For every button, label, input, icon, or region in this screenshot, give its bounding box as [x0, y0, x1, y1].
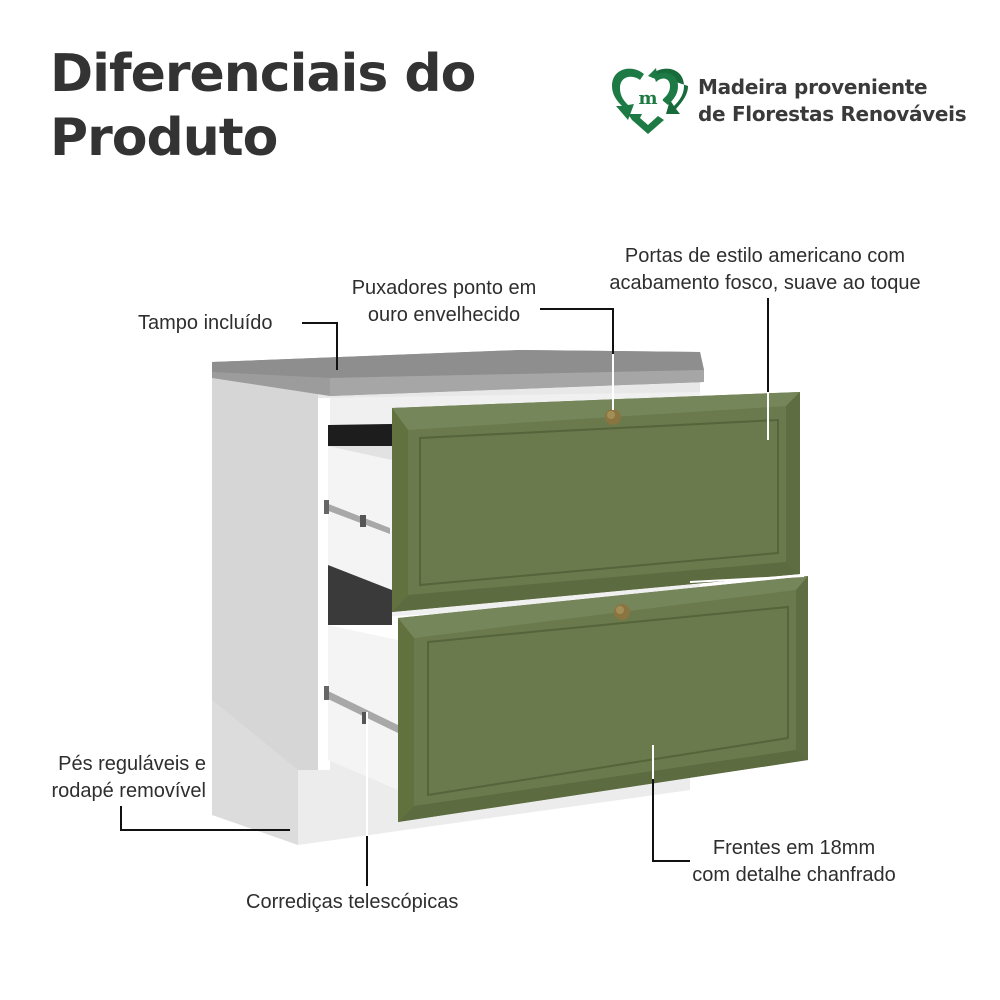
svg-text:m: m	[638, 88, 657, 109]
callout-tampo: Tampo incluído	[138, 312, 273, 334]
plinth	[212, 700, 298, 845]
title-line-1: Diferenciais do	[50, 44, 476, 104]
title-line-2: Produto	[50, 108, 278, 168]
leader-line	[336, 322, 338, 370]
leader-line	[652, 860, 690, 862]
callout-puxadores: Puxadores ponto em ouro envelhecido	[351, 277, 537, 326]
leader-line	[612, 308, 614, 354]
telescopic-slide-upper	[326, 503, 390, 534]
leader-line	[652, 745, 654, 779]
badge-line-2: de Florestas Renováveis	[698, 102, 967, 126]
leader-line	[767, 298, 769, 392]
recycle-heart-m-icon: m	[612, 68, 688, 134]
badge-line-1: Madeira proveniente	[698, 75, 928, 99]
callout-corredicas: Corrediças telescópicas	[246, 891, 459, 913]
leader-line	[120, 806, 122, 830]
page-title: Diferenciais do Produto	[50, 42, 476, 170]
drawer-front-upper	[392, 392, 800, 612]
callout-frentes: Frentes em 18mm com detalhe chanfrado	[692, 837, 896, 886]
telescopic-slide-lower	[326, 690, 398, 733]
leader-line	[767, 392, 769, 440]
leader-line	[366, 712, 368, 836]
drawer-front-lower	[398, 576, 808, 822]
sustainability-badge: m Madeira proveniente de Florestas Renov…	[608, 64, 967, 138]
badge-text: Madeira proveniente de Florestas Renováv…	[698, 74, 967, 128]
leader-line	[652, 779, 654, 861]
leader-line	[302, 322, 338, 324]
callout-portas: Portas de estilo americano com acabament…	[609, 245, 921, 294]
leader-line	[120, 829, 290, 831]
callout-pes: Pés reguláveis e rodapé removível	[51, 753, 206, 802]
leader-line	[366, 836, 368, 886]
leader-line	[612, 354, 614, 410]
leader-line	[540, 308, 614, 310]
